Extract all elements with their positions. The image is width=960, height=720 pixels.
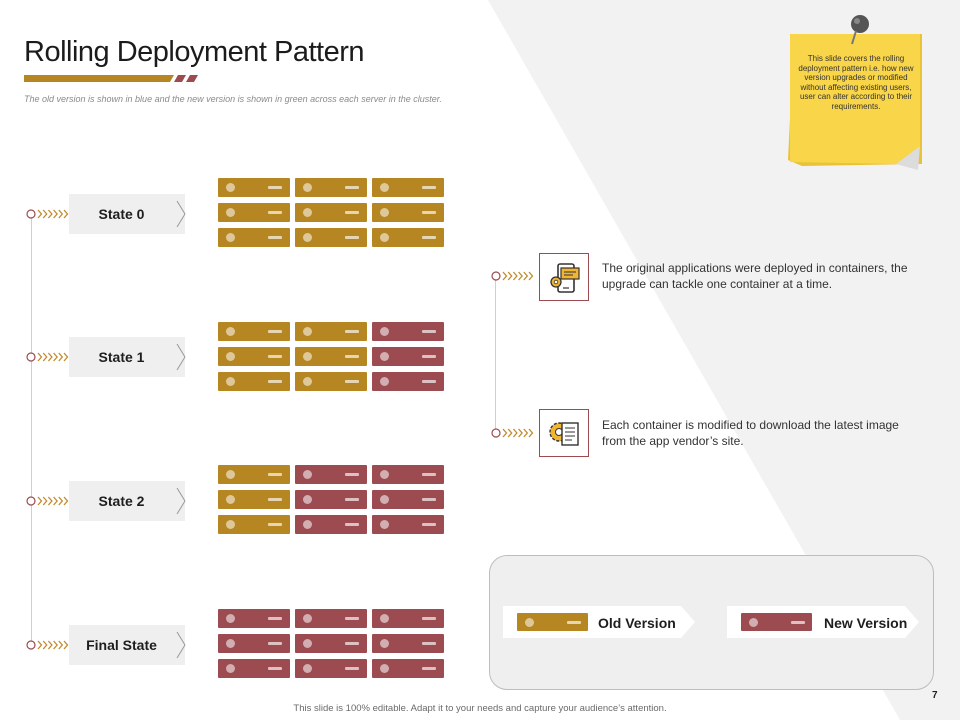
state-label: Final State [86, 637, 157, 653]
sticky-note [788, 15, 922, 170]
state-label: State 2 [98, 493, 145, 509]
info-text-1: The original applications were deployed … [602, 261, 908, 291]
server-old-version [218, 322, 290, 341]
server-old-version [218, 203, 290, 222]
server-old-version [295, 203, 367, 222]
chevron-right-icon [176, 343, 186, 371]
title-underline [24, 75, 198, 82]
arrow-marker-icon [491, 271, 534, 281]
state-row-2: State 2 [25, 481, 186, 521]
server-old-version [218, 228, 290, 247]
legend-old-swatch [517, 613, 588, 631]
state-label-box [69, 625, 185, 665]
server-new-version [372, 659, 444, 678]
state-row-0: State 0 [25, 194, 186, 234]
legend-new-swatch [741, 613, 812, 631]
container-app-icon [550, 263, 580, 293]
state-row-1: State 1 [25, 337, 186, 377]
state-row-3: Final State [25, 625, 186, 665]
server-old-version [295, 347, 367, 366]
state-label-box [69, 481, 185, 521]
server-new-version [372, 609, 444, 628]
server-new-version [372, 634, 444, 653]
footer-text: This slide is 100% editable. Adapt it to… [293, 703, 667, 714]
page-title: Rolling Deployment Pattern [24, 36, 365, 68]
server-old-version [295, 372, 367, 391]
server-new-version [218, 609, 290, 628]
states-connector-line [31, 214, 32, 646]
page-number: 7 [932, 690, 938, 701]
info-icon-box-1 [539, 253, 589, 301]
server-new-version [372, 465, 444, 484]
info-text-2: Each container is modified to download t… [602, 418, 899, 448]
state-label: State 1 [98, 349, 145, 365]
arrow-marker-icon [26, 496, 69, 506]
server-new-version [295, 609, 367, 628]
server-new-version [295, 490, 367, 509]
server-old-version [218, 465, 290, 484]
chevron-right-icon [176, 200, 186, 228]
server-new-version [372, 347, 444, 366]
server-old-version [218, 372, 290, 391]
server-new-version [372, 490, 444, 509]
arrow-marker-icon [26, 352, 69, 362]
server-old-version [372, 203, 444, 222]
info-connector-line [495, 276, 496, 434]
server-new-version [218, 634, 290, 653]
chevron-right-icon [176, 487, 186, 515]
pushpin-icon [851, 15, 869, 45]
page-subtitle: The old version is shown in blue and the… [24, 94, 442, 104]
chevron-right-icon [176, 631, 186, 659]
state-label: State 0 [98, 206, 145, 222]
info-icon-box-2 [539, 409, 589, 457]
server-new-version [372, 322, 444, 341]
server-old-version [218, 347, 290, 366]
state-label-box [69, 194, 185, 234]
state-label-box [69, 337, 185, 377]
arrow-marker-icon [26, 209, 69, 219]
server-new-version [372, 515, 444, 534]
gear-document-icon [549, 422, 579, 446]
server-new-version [295, 465, 367, 484]
server-old-version [372, 178, 444, 197]
server-new-version [295, 659, 367, 678]
server-old-version [295, 228, 367, 247]
server-new-version [295, 634, 367, 653]
arrow-marker-icon [491, 428, 534, 438]
server-new-version [295, 515, 367, 534]
legend-old-label: Old Version [598, 615, 676, 631]
server-new-version [372, 372, 444, 391]
server-new-version [218, 659, 290, 678]
legend-old-version: Old Version [503, 606, 695, 638]
arrow-marker-icon [26, 640, 69, 650]
server-old-version [372, 228, 444, 247]
server-old-version [295, 322, 367, 341]
legend-new-version: New Version [727, 606, 919, 638]
server-old-version [218, 178, 290, 197]
server-old-version [218, 490, 290, 509]
server-old-version [295, 178, 367, 197]
server-old-version [218, 515, 290, 534]
legend-new-label: New Version [824, 615, 908, 631]
sticky-note-text: This slide covers the rolling deployment… [798, 54, 914, 111]
